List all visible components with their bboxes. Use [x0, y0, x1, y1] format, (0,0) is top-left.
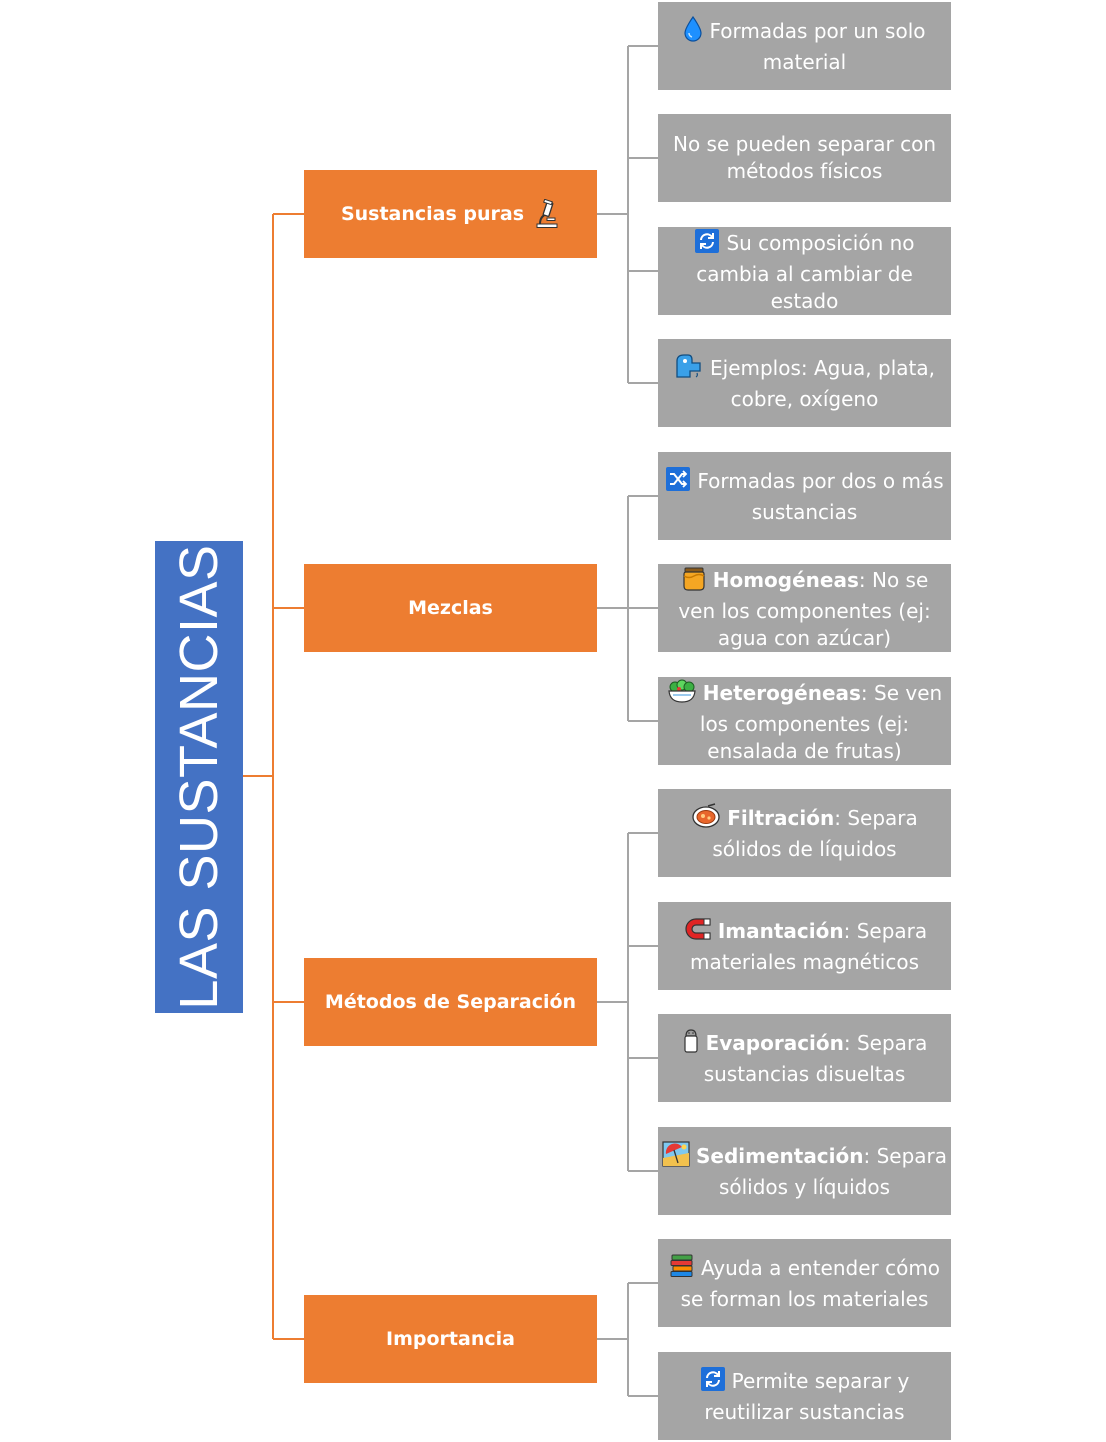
microscope-icon — [534, 199, 560, 229]
leaf-node: Homogéneas: No se ven los componentes (e… — [658, 564, 951, 652]
shuffle-icon — [665, 466, 691, 499]
leaf-text: No se pueden separar con métodos físicos — [673, 132, 936, 183]
salad-icon — [667, 678, 697, 711]
leaf-text: Ejemplos: Agua, plata, cobre, oxígeno — [710, 356, 935, 411]
leaf-node: No se pueden separar con métodos físicos — [658, 114, 951, 202]
refresh-icon — [694, 228, 720, 261]
leaf-node: Heterogéneas: Se ven los componentes (ej… — [658, 677, 951, 765]
leaf-node: Formadas por un solo material — [658, 2, 951, 90]
branch-label: Importancia — [386, 1328, 515, 1350]
leaf-bold: Heterogéneas — [702, 680, 861, 705]
leaf-node: Ayuda a entender cómo se forman los mate… — [658, 1239, 951, 1327]
leaf-text: : No se ven los componentes (ej: agua co… — [678, 567, 931, 650]
droplet-icon — [683, 15, 703, 49]
leaf-bold: Evaporación — [705, 1031, 844, 1055]
leaf-node: Formadas por dos o más sustancias — [658, 452, 951, 540]
leaf-text: : Separa materiales magnéticos — [689, 919, 928, 974]
honey-pot-icon — [681, 565, 707, 598]
root-title: LAS SUSTANCIAS — [169, 544, 229, 1010]
leaf-text: Permite separar y reutilizar sustancias — [704, 1369, 910, 1424]
refresh-icon — [700, 1366, 726, 1399]
leaf-node: Permite separar y reutilizar sustancias — [658, 1352, 951, 1440]
leaf-text: : Separa sólidos y líquidos — [718, 1144, 948, 1199]
branch-mezclas: Mezclas — [304, 564, 597, 652]
branch-label: Sustancias puras — [340, 203, 525, 225]
leaf-text: : Separa sustancias disueltas — [703, 1031, 928, 1086]
leaf-text: Ayuda a entender cómo se forman los mate… — [680, 1256, 941, 1311]
leaf-text: : Separa sólidos de líquidos — [712, 806, 918, 861]
leaf-text: Su composición no cambia al cambiar de e… — [696, 230, 915, 313]
beach-icon — [662, 1141, 690, 1174]
leaf-bold: Imantación — [717, 919, 844, 943]
branch-sustancias-puras: Sustancias puras — [304, 170, 597, 258]
leaf-node: Imantación: Separa materiales magnéticos — [658, 902, 951, 990]
branch-importancia: Importancia — [304, 1295, 597, 1383]
leaf-node: Filtración: Separa sólidos de líquidos — [658, 789, 951, 877]
leaf-node: Sedimentación: Separa sólidos y líquidos — [658, 1127, 951, 1215]
leaf-bold: Homogéneas — [712, 567, 859, 592]
branch-label: Métodos de Separación — [324, 991, 577, 1013]
leaf-text: : Se ven los componentes (ej: ensalada d… — [699, 680, 943, 763]
branch-metodos-separacion: Métodos de Separación — [304, 958, 597, 1046]
books-icon — [669, 1253, 695, 1286]
bowl-icon — [691, 803, 721, 836]
leaf-node: Evaporación: Separa sustancias disueltas — [658, 1014, 951, 1102]
branch-label: Mezclas — [408, 597, 493, 619]
root-node: LAS SUSTANCIAS — [155, 541, 243, 1013]
leaf-text: Formadas por dos o más sustancias — [697, 469, 944, 524]
water-tap-icon — [674, 353, 704, 386]
leaf-text: Formadas por un solo material — [709, 19, 926, 74]
leaf-node: Su composición no cambia al cambiar de e… — [658, 227, 951, 315]
leaf-bold: Filtración — [727, 806, 835, 830]
leaf-node: Ejemplos: Agua, plata, cobre, oxígeno — [658, 339, 951, 427]
magnet-icon — [682, 916, 712, 949]
leaf-bold: Sedimentación — [695, 1144, 864, 1168]
salt-shaker-icon — [682, 1028, 700, 1061]
